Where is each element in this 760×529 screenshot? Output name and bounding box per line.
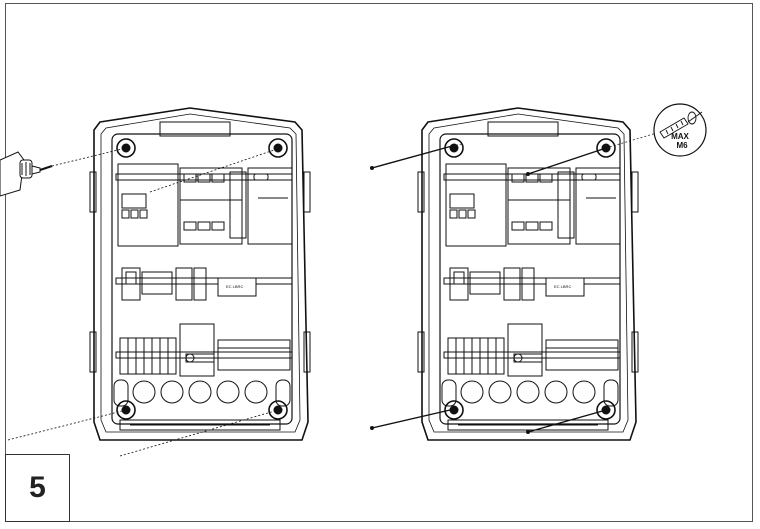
diagram-frame [5, 3, 753, 522]
step-number: 5 [29, 471, 46, 504]
enclosure-right [417, 107, 639, 441]
enclosure-left [89, 107, 311, 441]
screws-right [371, 145, 607, 433]
drill-guide-lines-left [7, 147, 281, 457]
wall-plug-icon [659, 117, 689, 139]
module-label-left: EC LBRC [226, 284, 243, 289]
step-number-box: 5 [5, 454, 70, 522]
drill-icon [0, 151, 53, 197]
screw-callout: MAX M6 [653, 103, 707, 157]
screw-guide-lines-right [451, 131, 661, 149]
module-label-right: EC LBRC [554, 284, 571, 289]
callout-max-label: MAX [671, 132, 689, 141]
callout-size-label: M6 [676, 141, 688, 150]
screw-heads [370, 166, 530, 434]
screw-icon [687, 111, 703, 125]
